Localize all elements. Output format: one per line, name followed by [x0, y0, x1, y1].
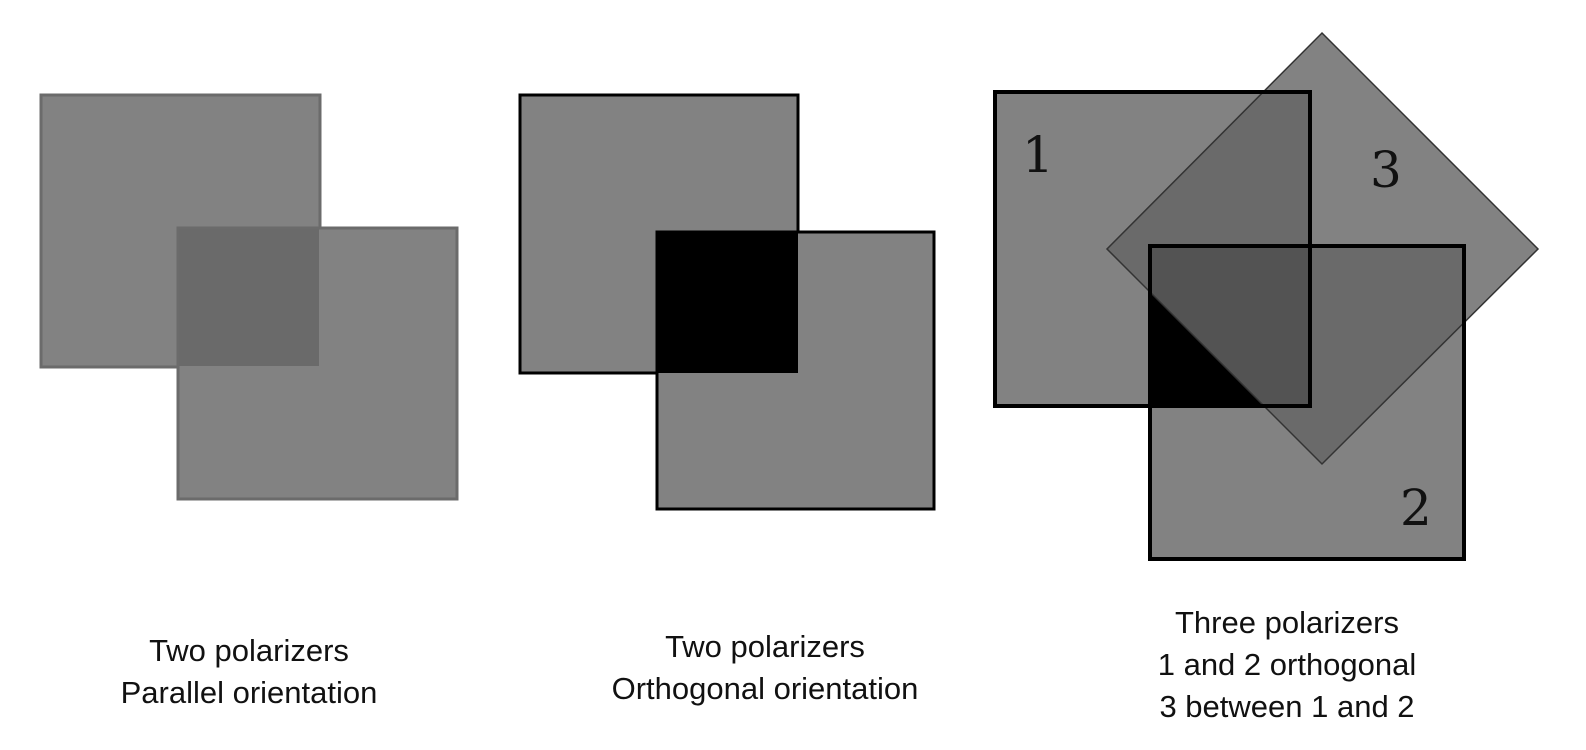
panel-orthogonal: [518, 93, 936, 511]
label-polarizer-2: 2: [1400, 479, 1432, 537]
panel-parallel: [39, 93, 459, 501]
caption-line: 3 between 1 and 2: [1159, 689, 1415, 724]
overlap-1-2-3: [1150, 246, 1310, 406]
polarizer-3-outline: [1105, 31, 1540, 466]
overlap-region: [657, 232, 798, 373]
caption-line: 1 and 2 orthogonal: [1157, 647, 1417, 682]
caption-orthogonal: Two polarizers Orthogonal orientation: [555, 626, 975, 710]
label-polarizer-1: 1: [1022, 126, 1054, 184]
caption-line: Parallel orientation: [120, 675, 378, 710]
caption-line: Three polarizers: [1175, 605, 1399, 640]
caption-parallel: Two polarizers Parallel orientation: [39, 630, 459, 714]
caption-three-polarizers: Three polarizers 1 and 2 orthogonal 3 be…: [1077, 602, 1497, 728]
caption-line: Orthogonal orientation: [611, 671, 919, 706]
panel-three-polarizers: 1 3 2: [993, 31, 1540, 561]
caption-line: Two polarizers: [149, 633, 349, 668]
polarizer-2-outline: [1148, 244, 1466, 561]
polarizer-1-outline: [993, 90, 1312, 408]
caption-line: Two polarizers: [665, 629, 865, 664]
label-polarizer-3: 3: [1370, 141, 1402, 199]
overlap-region: [179, 229, 319, 366]
